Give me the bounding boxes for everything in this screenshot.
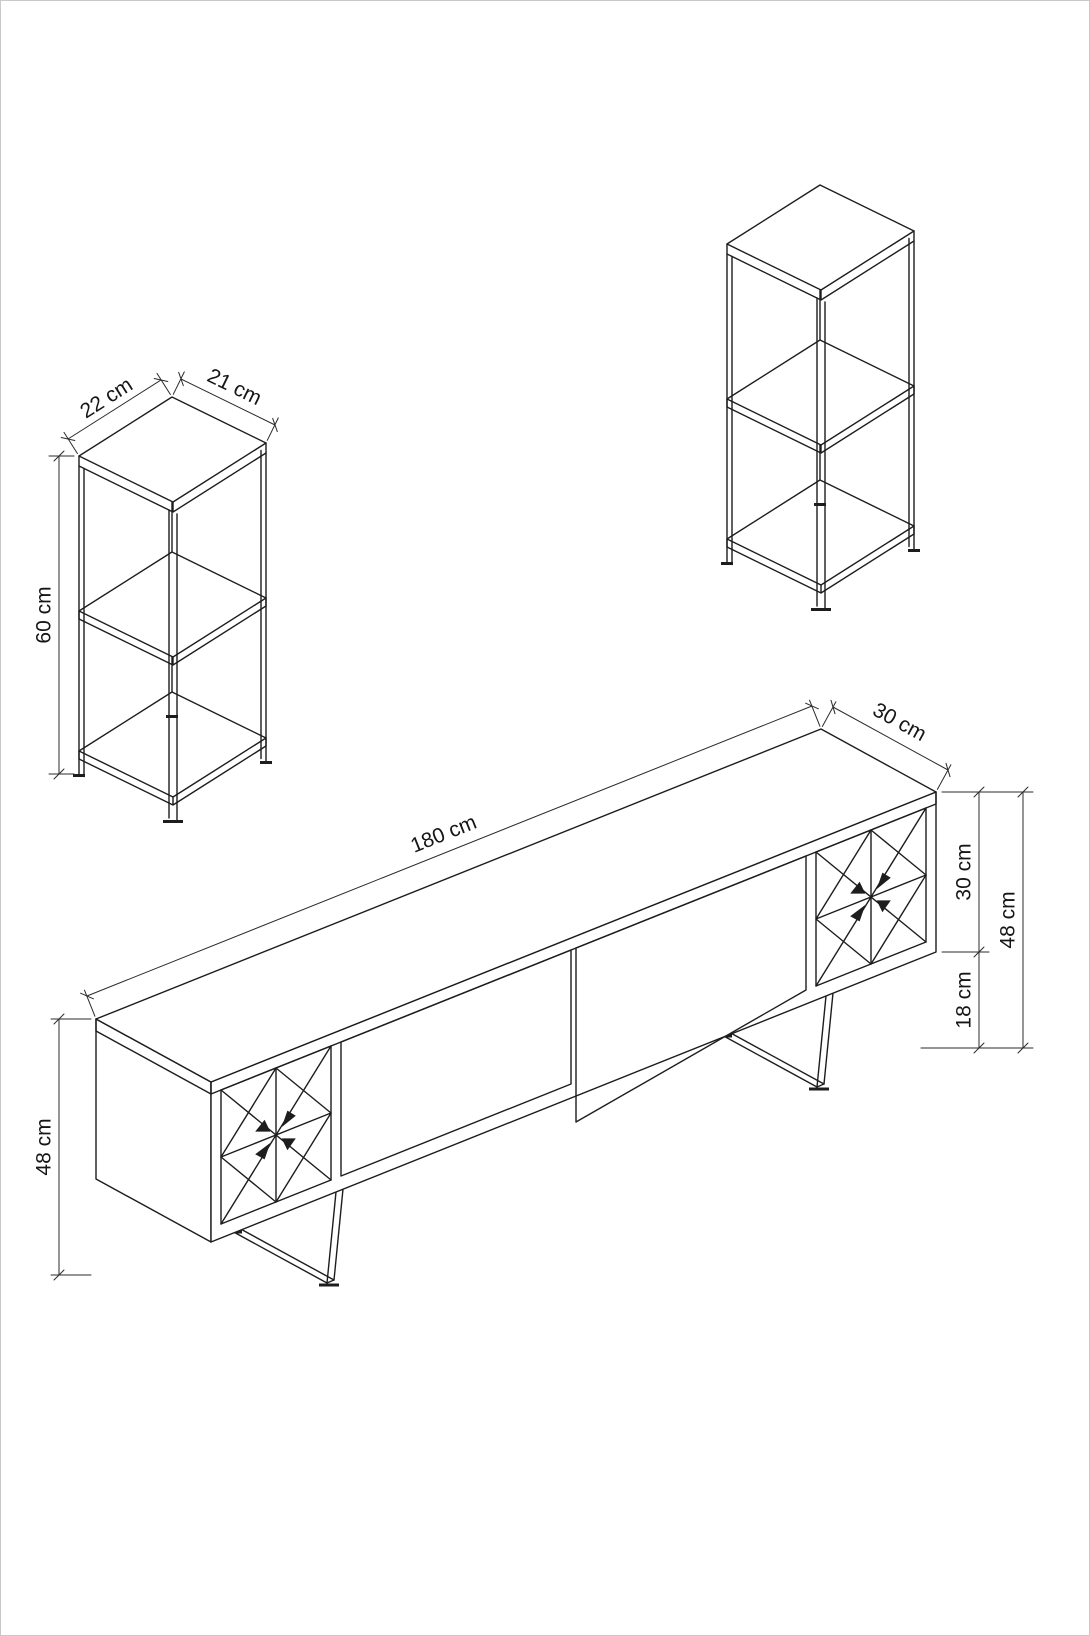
tv-stand-left-lattice-door bbox=[220, 1045, 332, 1225]
tv-stand-middle-door-right bbox=[575, 855, 807, 1123]
dim-label-tv-total-height-left: 48 cm bbox=[33, 1118, 56, 1175]
right-side-table-drawing bbox=[719, 183, 922, 612]
dim-label-side-table-depth: 21 cm bbox=[204, 364, 265, 410]
tv-stand-drawing bbox=[95, 728, 937, 1287]
tv-stand-middle-door-left bbox=[340, 949, 572, 1177]
tv-stand-right-lattice-door bbox=[815, 807, 927, 987]
dim-label-tv-total-height-right: 48 cm bbox=[997, 891, 1020, 948]
dim-label-side-table-width: 22 cm bbox=[76, 373, 137, 423]
dim-label-side-table-height: 60 cm bbox=[33, 586, 56, 643]
dim-label-tv-leg-clearance: 18 cm bbox=[953, 971, 976, 1028]
dim-label-tv-cabinet-height: 30 cm bbox=[953, 843, 976, 900]
left-side-table-drawing bbox=[71, 395, 274, 824]
dim-label-tv-length: 180 cm bbox=[407, 811, 479, 858]
dim-label-tv-depth: 30 cm bbox=[869, 698, 930, 746]
